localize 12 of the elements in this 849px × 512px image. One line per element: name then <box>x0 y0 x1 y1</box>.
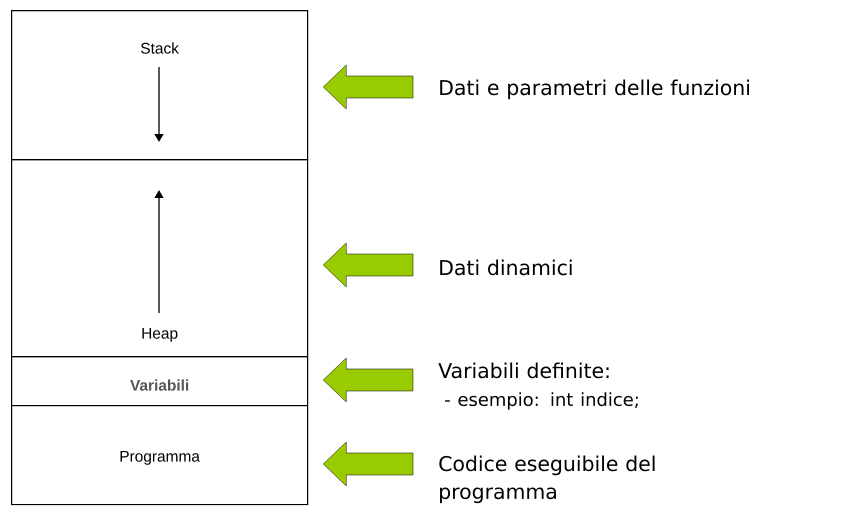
description-text: Dati dinamici <box>440 259 572 276</box>
memory-segment: Heap <box>11 159 308 358</box>
memory-segment: Variabili <box>11 356 308 406</box>
memory-segment: Stack <box>11 10 308 160</box>
description-text: Dati e parametri delle funzioni <box>440 79 749 100</box>
block-arrow <box>322 242 414 288</box>
description-text: Variabili definite: - esempio: int indice; <box>438 362 638 410</box>
description-text: Codice eseguibile del programma <box>439 455 655 504</box>
memory-segment: Programma <box>11 405 308 506</box>
block-arrow <box>322 442 414 486</box>
block-arrow <box>322 358 414 402</box>
block-arrow <box>322 64 414 110</box>
